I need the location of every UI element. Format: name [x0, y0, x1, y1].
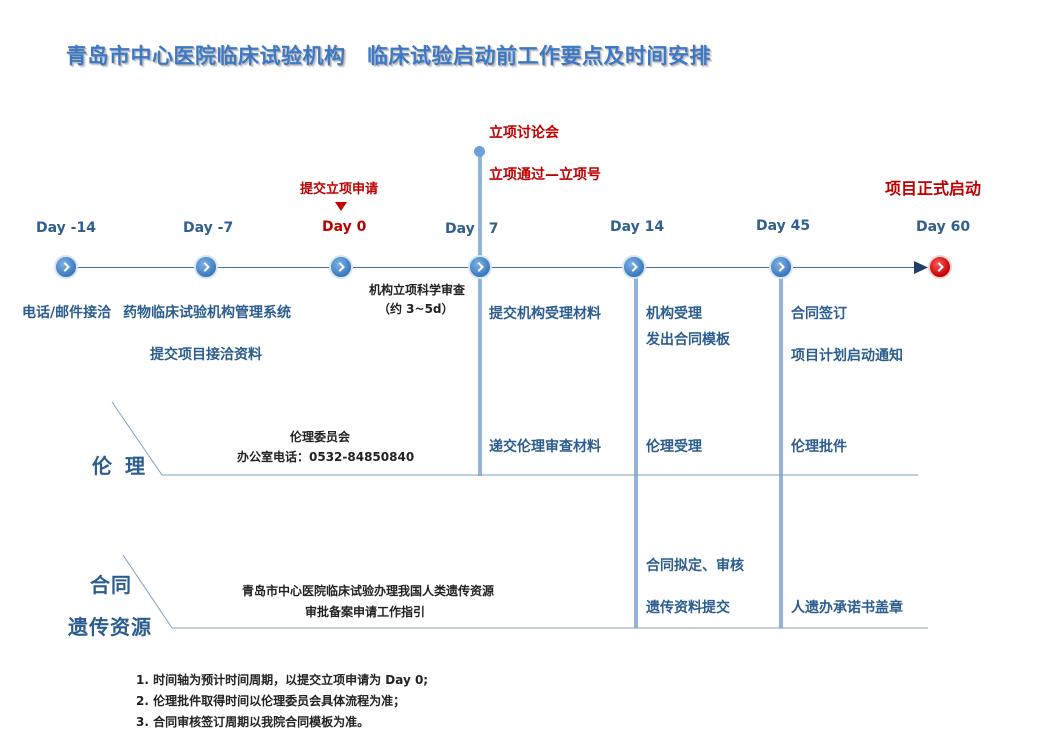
- day-label-0: Day 0: [322, 219, 367, 235]
- d14-contract-template: 发出合同模板: [646, 332, 730, 348]
- phase-management-system: 药物临床试验机构管理系统: [123, 305, 291, 321]
- day-label-60: Day 60: [916, 219, 971, 235]
- ethics-divider: [111, 402, 918, 476]
- day-label-14: Day 14: [610, 219, 665, 235]
- timeline-axis: [66, 267, 922, 268]
- day-label-minus7: Day -7: [183, 220, 234, 236]
- ethics-phone: 办公室电话：0532-84850840: [237, 450, 415, 464]
- phase-submit-materials: 提交项目接洽资料: [150, 347, 262, 363]
- node-day-60-icon: [928, 255, 952, 279]
- d45-start-notice: 项目计划启动通知: [791, 348, 903, 364]
- contract-d45-stamp: 人遗办承诺书盖章: [791, 600, 903, 616]
- note-1: 1. 时间轴为预计时间周期，以提交立项申请为 Day 0;: [136, 673, 429, 687]
- project-start-label: 项目正式启动: [885, 179, 982, 198]
- ethics-section-title: 伦 理: [92, 454, 148, 478]
- day-label-minus14: Day -14: [36, 220, 96, 236]
- day45-vertical-line: [779, 272, 783, 628]
- genetic-guide-line2: 审批备案申请工作指引: [305, 605, 426, 619]
- page-title: 青岛市中心医院临床试验机构 临床试验启动前工作要点及时间安排: [66, 44, 711, 68]
- note-3: 3. 合同审核签订周期以我院合同模板为准。: [136, 715, 370, 729]
- node-day-minus14-icon: [54, 255, 78, 279]
- down-triangle-icon: [335, 202, 347, 211]
- submit-application-label: 提交立项申请: [300, 182, 379, 197]
- meeting-dot-icon: [474, 146, 485, 157]
- timeline-arrowhead-icon: [914, 261, 928, 274]
- contract-d14-genetic: 遗传资料提交: [646, 600, 730, 616]
- d7-submit-acceptance: 提交机构受理材料: [489, 306, 601, 322]
- contract-section-title: 合同: [90, 573, 132, 597]
- review-duration: （约 3~5d）: [378, 302, 454, 316]
- meeting-label: 立项讨论会: [489, 125, 559, 141]
- ethics-committee: 伦理委员会: [290, 430, 351, 444]
- day-label-45: Day 45: [756, 218, 811, 234]
- day14-vertical-line: [634, 272, 638, 628]
- ethics-d45: 伦理批件: [791, 439, 847, 455]
- genetic-section-title: 遗传资源: [68, 615, 152, 639]
- note-2: 2. 伦理批件取得时间以伦理委员会具体流程为准；: [136, 694, 406, 708]
- approved-label: 立项通过—立项号: [489, 167, 601, 183]
- ethics-d14: 伦理受理: [646, 439, 702, 455]
- node-day-7-icon: [468, 255, 492, 279]
- node-day-45-icon: [769, 255, 793, 279]
- day7-vertical-line: [478, 152, 482, 476]
- contract-d14-draft: 合同拟定、审核: [646, 558, 744, 574]
- ethics-d7: 递交伦理审查材料: [489, 439, 601, 455]
- node-day-14-icon: [622, 255, 646, 279]
- node-day-0-icon: [329, 255, 353, 279]
- day-label-7: Day 7: [445, 221, 499, 237]
- contract-divider: [122, 555, 928, 629]
- node-day-minus7-icon: [194, 255, 218, 279]
- d14-acceptance: 机构受理: [646, 306, 702, 322]
- review-label: 机构立项科学审查: [369, 283, 466, 297]
- phase-phone-email: 电话/邮件接洽: [22, 305, 112, 321]
- d45-contract-signing: 合同签订: [791, 306, 847, 322]
- genetic-guide-line1: 青岛市中心医院临床试验办理我国人类遗传资源: [242, 584, 495, 598]
